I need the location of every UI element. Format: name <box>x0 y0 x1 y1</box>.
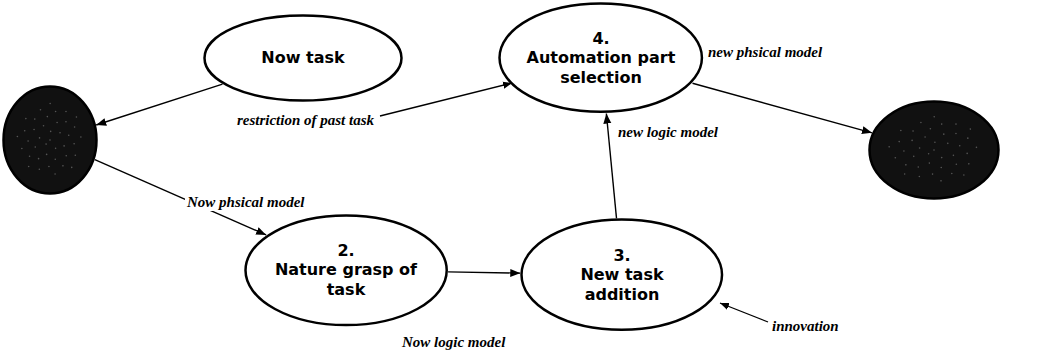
ellipse-shape <box>870 102 999 199</box>
ellipse-shape <box>245 215 446 325</box>
edge-label: Now phsical model <box>185 194 307 211</box>
process-ellipse: Now task <box>203 14 403 102</box>
leader-arrow <box>720 303 768 322</box>
node-text: Automation part selection <box>526 48 676 86</box>
flow-arrow <box>448 272 520 273</box>
text-holder: 4.Automation part selection <box>498 2 703 113</box>
edge-label: new phsical model <box>706 44 824 61</box>
flow-arrow <box>96 84 222 125</box>
step-number: 4. <box>592 29 609 48</box>
step-number: 3. <box>613 246 630 265</box>
ellipse-shape <box>4 87 97 194</box>
process-ellipse: 3.New task addition <box>520 218 724 331</box>
dark-ellipse <box>868 100 1000 200</box>
node-text: Now task <box>261 48 344 67</box>
text-holder: Now task <box>203 14 403 102</box>
process-ellipse: 4.Automation part selection <box>498 2 703 113</box>
ellipse-shape <box>522 220 723 330</box>
ellipse-outline <box>868 100 1000 200</box>
step-number: 2. <box>337 241 354 260</box>
input-label: restriction of past task <box>235 112 376 129</box>
edge-label: Now logic model <box>400 334 507 351</box>
ellipse-shape <box>500 4 702 112</box>
dark-ellipse <box>2 85 98 195</box>
process-ellipse: 2.Nature grasp of task <box>244 214 448 327</box>
node-text: New task addition <box>547 265 697 303</box>
input-label: innovation <box>770 318 841 335</box>
text-holder <box>2 85 98 195</box>
flow-arrow <box>606 114 616 219</box>
edge-label: new logic model <box>616 124 720 141</box>
ellipse-outline <box>2 85 98 195</box>
text-holder: 2.Nature grasp of task <box>244 214 448 327</box>
node-text: Nature grasp of task <box>271 260 421 298</box>
text-holder <box>868 100 1000 200</box>
ellipse-shape <box>205 16 402 101</box>
leader-arrow <box>380 83 512 116</box>
text-holder: 3.New task addition <box>520 218 724 331</box>
